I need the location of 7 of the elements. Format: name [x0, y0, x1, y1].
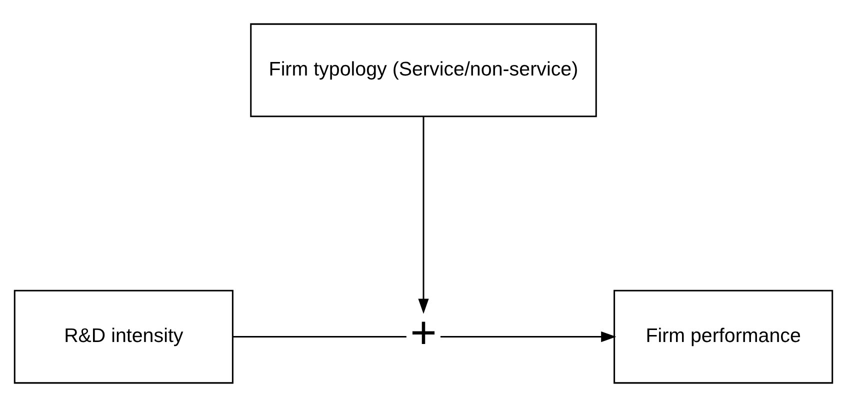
- arrow: [440, 330, 616, 342]
- arrow: [418, 116, 429, 314]
- connector: [233, 336, 406, 338]
- node-text: +: [410, 306, 437, 358]
- node-box: R&D intensity: [14, 289, 234, 384]
- node-box: Firm performance: [614, 289, 834, 384]
- node-box: Firm typology (Service/non-service): [250, 22, 597, 117]
